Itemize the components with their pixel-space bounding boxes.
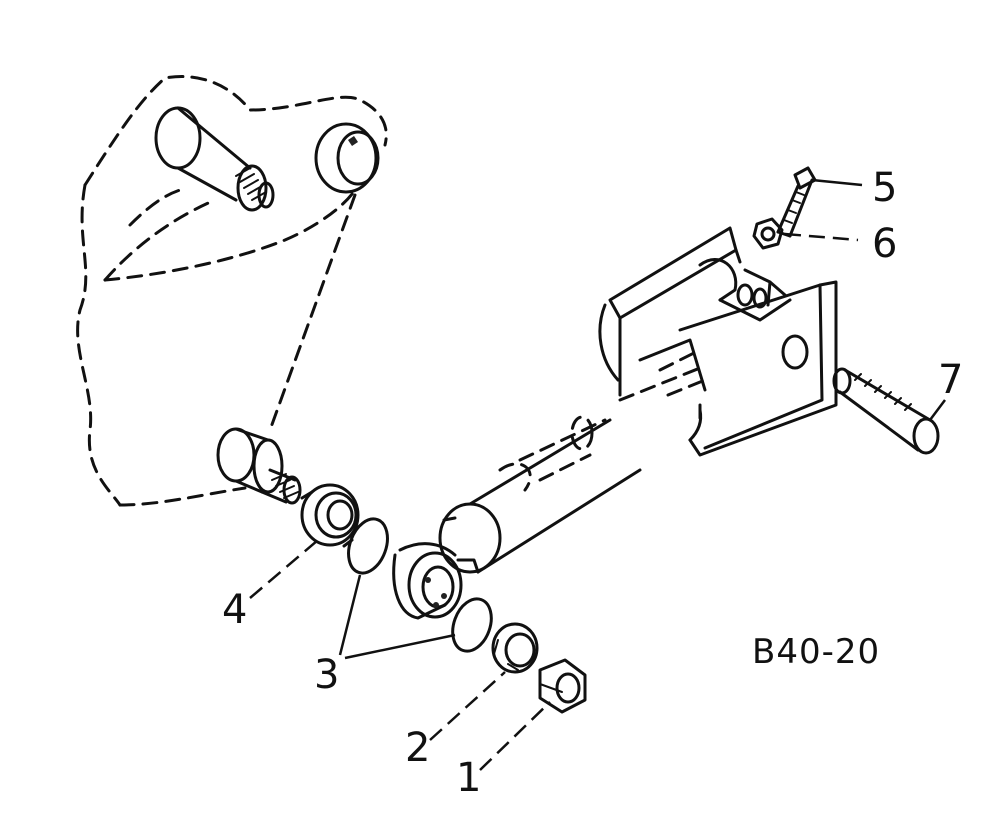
nut-part-1 <box>538 658 587 714</box>
leader-lines <box>249 178 946 771</box>
frame-bracket-outline <box>76 75 388 507</box>
bolt-part-5 <box>776 166 817 238</box>
callout-7: 7 <box>938 357 964 403</box>
nut-part-6 <box>752 217 784 250</box>
washer-part-2 <box>491 622 539 674</box>
o-ring-part-3b <box>451 597 493 653</box>
arm-tube <box>438 366 702 574</box>
roller-bearing <box>392 542 463 620</box>
callout-5: 5 <box>872 165 898 211</box>
upper-stud <box>154 106 275 212</box>
diagram-reference-code: B40-20 <box>752 632 881 672</box>
callout-4: 4 <box>222 587 248 633</box>
pin-part-7 <box>832 367 940 455</box>
callout-6: 6 <box>872 221 898 267</box>
frame-boss <box>314 122 380 194</box>
lower-stud <box>216 427 302 505</box>
o-ring-part-3a <box>347 517 389 575</box>
callout-1: 1 <box>456 755 482 801</box>
callout-2: 2 <box>405 725 431 771</box>
clevis-bracket <box>598 226 838 457</box>
callout-3: 3 <box>314 652 340 698</box>
bearing-part-4 <box>300 483 360 548</box>
